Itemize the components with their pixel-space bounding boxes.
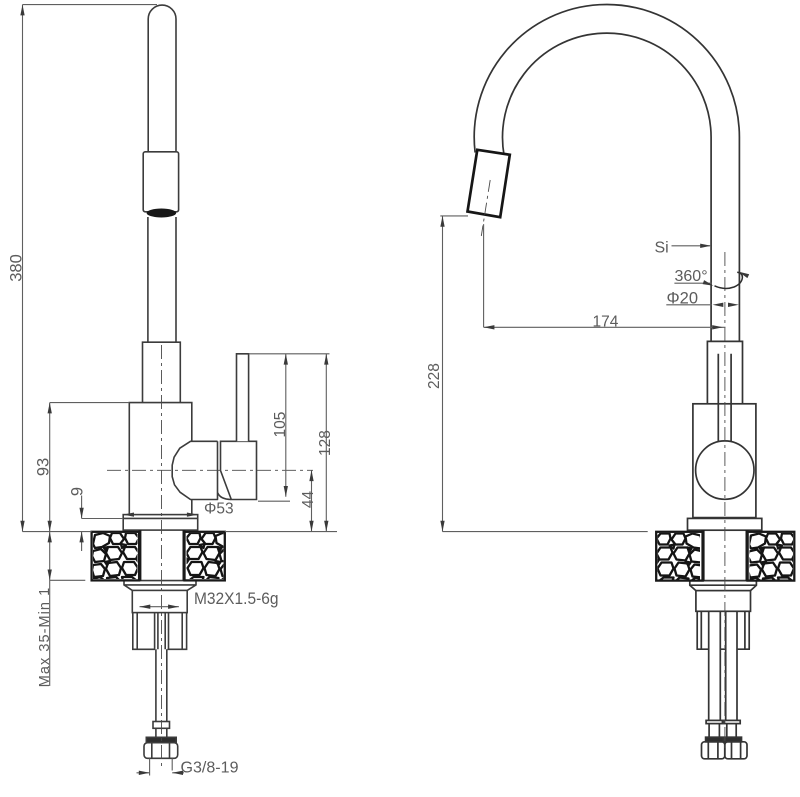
svg-text:128: 128 [317,430,334,456]
svg-text:228: 228 [426,363,443,389]
svg-text:Max 35-Min 1: Max 35-Min 1 [37,587,53,687]
svg-text:93: 93 [35,458,53,476]
svg-text:360°: 360° [675,268,708,285]
svg-text:44: 44 [300,491,317,509]
svg-text:9: 9 [69,487,87,496]
svg-text:G3/8-19: G3/8-19 [181,760,239,777]
svg-text:Φ53: Φ53 [204,501,234,518]
svg-text:105: 105 [272,412,289,438]
svg-text:174: 174 [593,313,619,330]
svg-text:380: 380 [8,254,26,282]
svg-text:Si: Si [655,240,669,257]
svg-text:M32X1.5-6g: M32X1.5-6g [194,590,279,608]
svg-text:Φ20: Φ20 [667,289,699,307]
